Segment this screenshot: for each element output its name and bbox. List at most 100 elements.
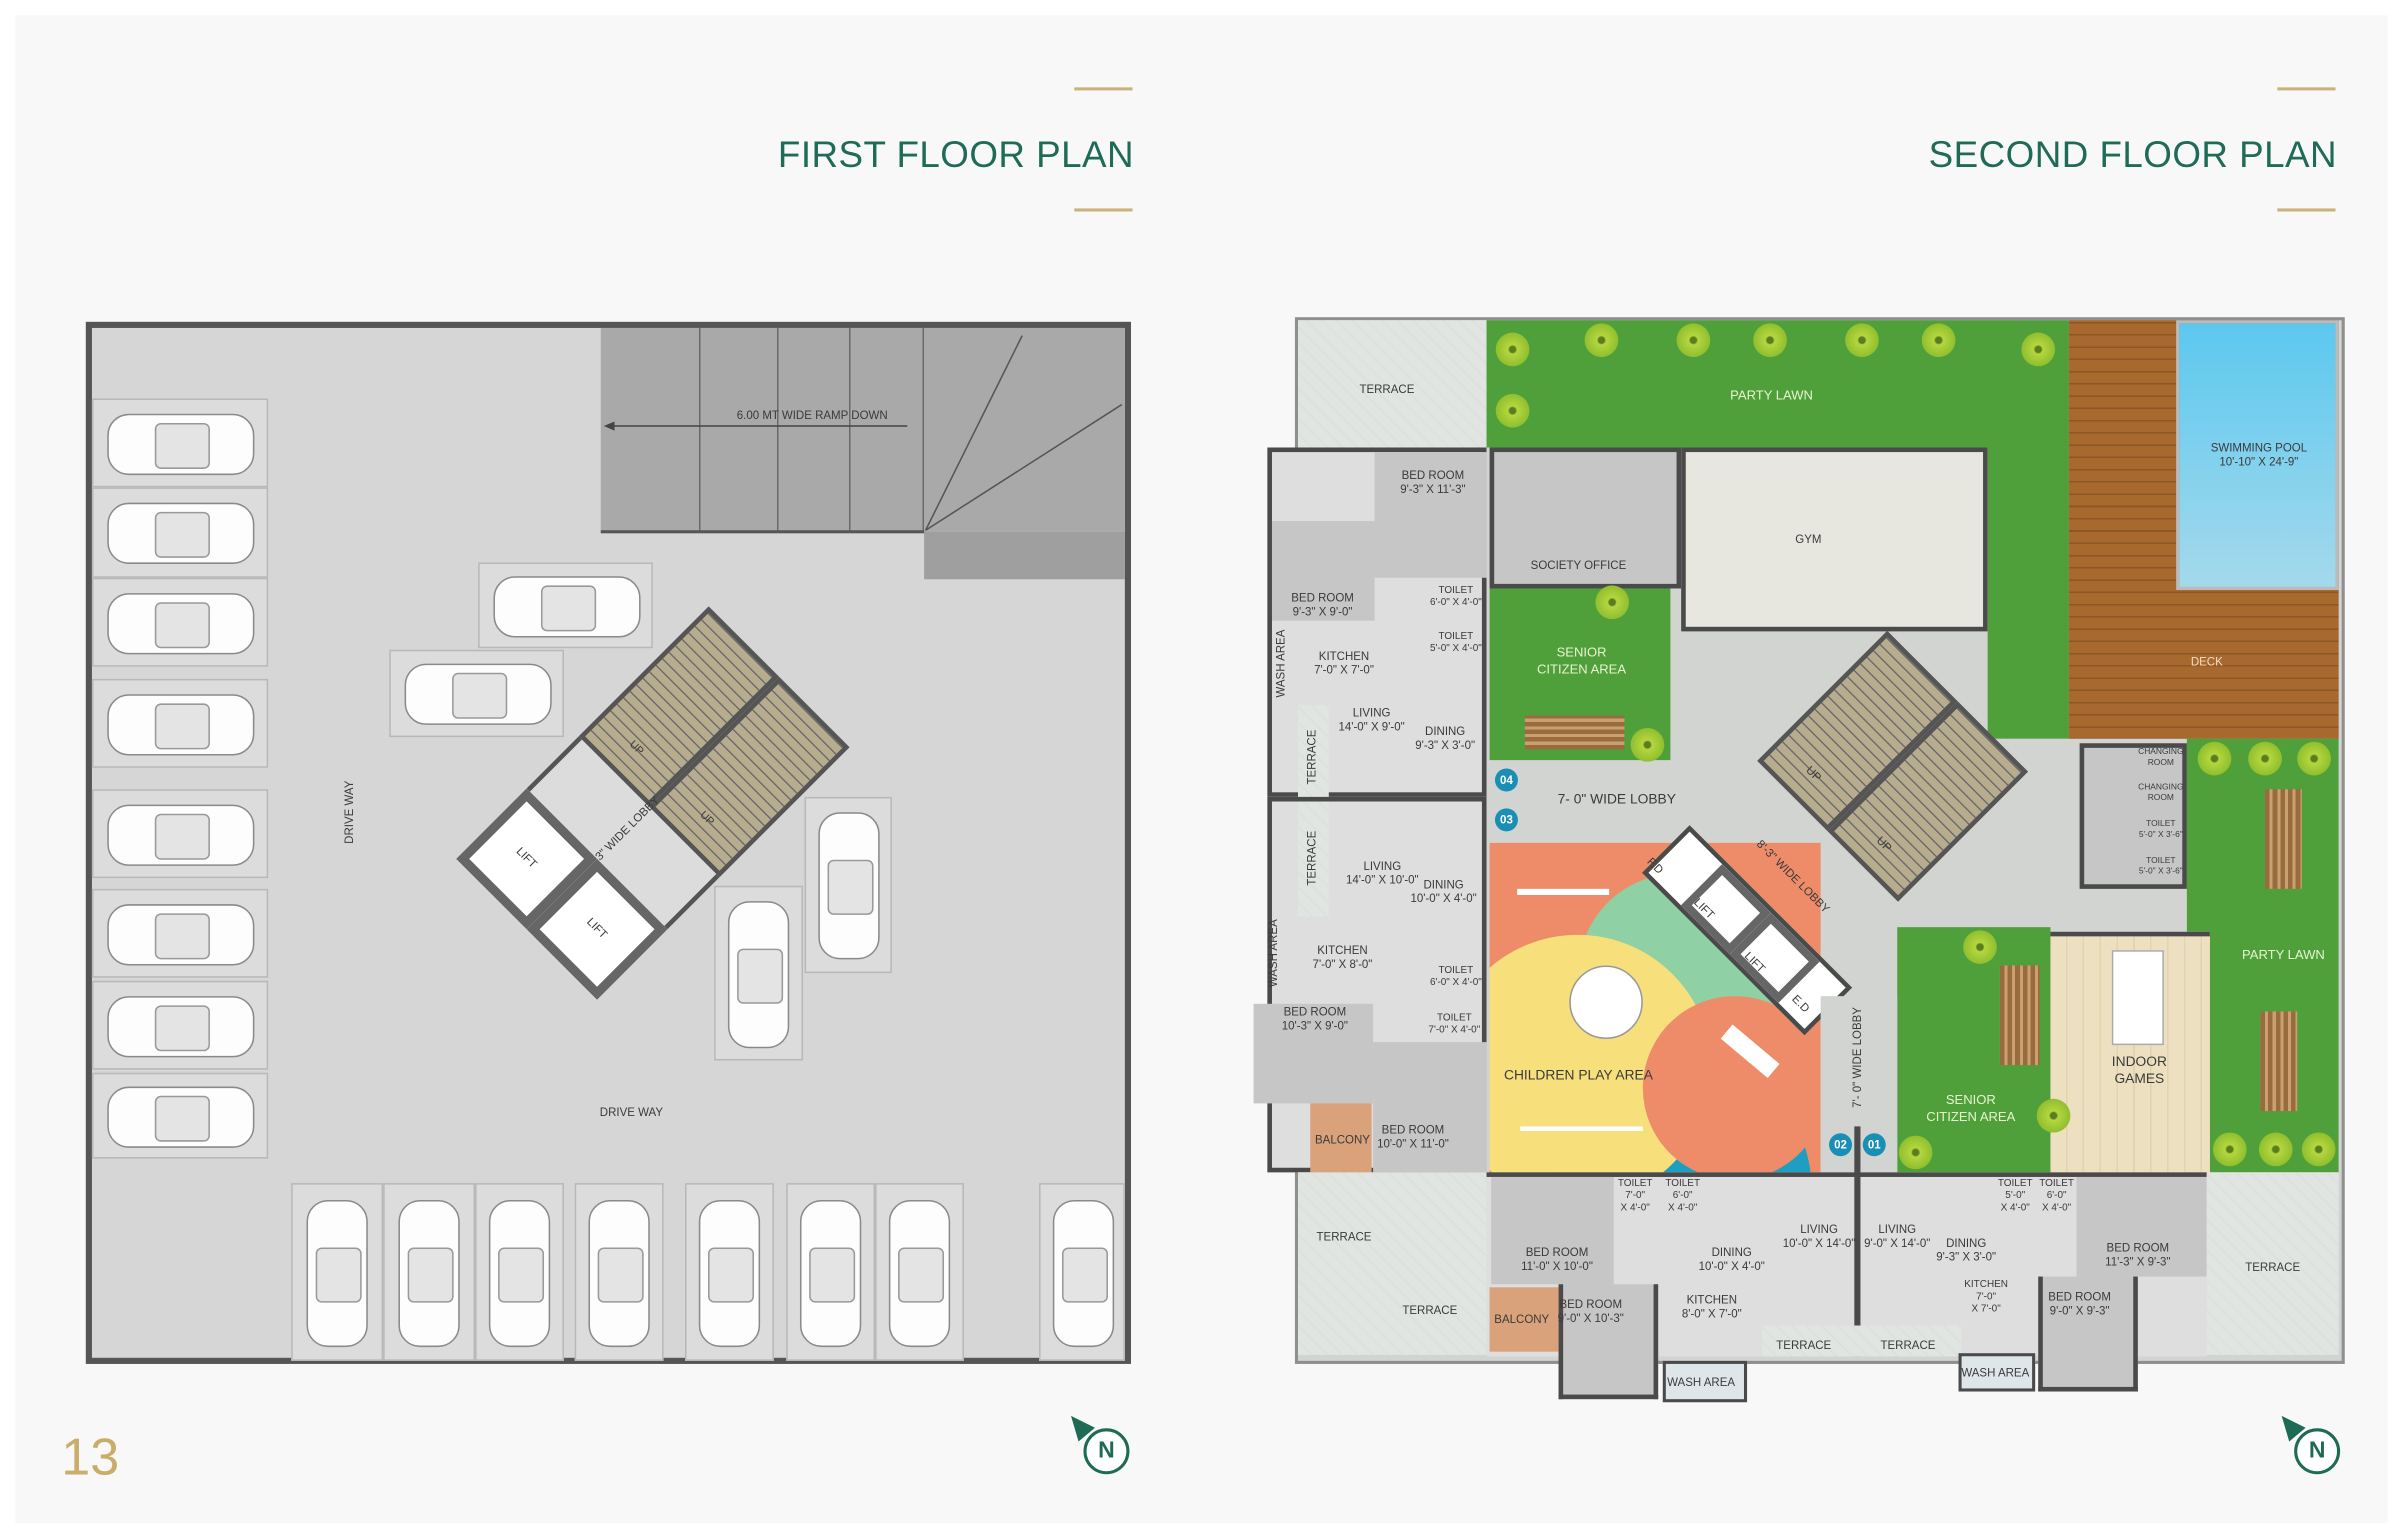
second-floor-title: SECOND FLOOR PLAN xyxy=(1928,134,2338,177)
room-label: TOILET 5'-0" X 4'-0" xyxy=(1429,631,1482,655)
flat-number-badge: 02 xyxy=(1829,1133,1853,1157)
title-rule-top xyxy=(2277,87,2336,91)
room-label: TERRACE xyxy=(1359,382,1415,396)
parking-stall xyxy=(91,980,269,1070)
car-icon xyxy=(493,576,641,638)
room-label: TERRACE xyxy=(1880,1338,1936,1353)
parking-stall xyxy=(714,885,804,1061)
north-compass-icon: N xyxy=(1062,1408,1130,1475)
room-label: SENIOR CITIZEN AREA xyxy=(1926,1091,2016,1124)
title-rule-bottom xyxy=(1074,208,1133,212)
bedroom xyxy=(1491,1176,1614,1285)
swing-icon xyxy=(1520,1126,1643,1131)
parking-stall xyxy=(786,1183,876,1361)
ramp-area xyxy=(600,327,1125,532)
bench xyxy=(1524,715,1625,750)
north-label: N xyxy=(2308,1437,2326,1464)
lobby-label: 7- 0" WIDE LOBBY xyxy=(1557,791,1676,807)
room-label: DINING 9'-3" X 3'-0" xyxy=(1415,724,1476,753)
north-compass-icon: N xyxy=(2273,1408,2341,1475)
car-icon xyxy=(818,812,880,960)
seesaw-icon xyxy=(1517,888,1610,895)
terrace xyxy=(1298,704,1329,797)
room-label: TOILET 6'-0" X 4'-0" xyxy=(1665,1178,1701,1214)
room-label: TOILET 6'-0" X 4'-0" xyxy=(1429,965,1482,989)
car-icon xyxy=(107,996,255,1058)
car-icon xyxy=(306,1199,368,1348)
tree-icon xyxy=(1963,930,1997,964)
bedroom xyxy=(1558,1284,1659,1400)
parking-stall xyxy=(389,649,564,738)
room-label: PARTY LAWN xyxy=(1730,387,1813,403)
tree-icon xyxy=(2248,741,2282,776)
room-label: KITCHEN 7'-0" X 7'-0" xyxy=(1964,1279,2008,1315)
room-label: TOILET 5'-0" X 4'-0" xyxy=(1997,1178,2033,1214)
car-icon xyxy=(107,413,255,476)
room-label: DECK xyxy=(2190,654,2223,669)
car-icon xyxy=(588,1199,650,1348)
parking-stall xyxy=(475,1183,564,1361)
bench xyxy=(2260,1011,2298,1112)
tree-icon xyxy=(1753,323,1787,358)
room-label: LIVING 10'-0" X 14'-0" xyxy=(1782,1222,1856,1251)
north-label: N xyxy=(1098,1437,1115,1464)
tree-icon xyxy=(2021,332,2056,367)
room-label: WASH AREA xyxy=(1961,1365,2030,1380)
tree-icon xyxy=(1921,323,1956,358)
car-icon xyxy=(799,1199,862,1348)
bedroom xyxy=(1271,521,1375,621)
car-icon xyxy=(107,1086,255,1148)
terrace xyxy=(2206,1172,2339,1355)
tree-icon xyxy=(2297,741,2331,776)
parking-stall xyxy=(91,398,269,488)
parking-stall xyxy=(804,796,892,974)
ramp-landing xyxy=(924,531,1125,580)
tree-icon xyxy=(1595,585,1630,620)
flat-number-badge: 01 xyxy=(1862,1133,1886,1157)
room-label: CHANGING ROOM xyxy=(2138,783,2184,804)
room-label: TOILET 6'-0" X 4'-0" xyxy=(1429,585,1482,609)
children-play-area xyxy=(1489,842,1821,1173)
terrace xyxy=(1298,320,1487,448)
bedroom xyxy=(2038,1276,2138,1392)
parking-stall xyxy=(1039,1183,1125,1361)
room-label: TOILET 5'-0" X 3'-6" xyxy=(2138,856,2183,877)
tree-icon xyxy=(1898,1135,1933,1170)
parking-stall xyxy=(91,577,269,667)
room-label: GYM xyxy=(1795,532,1822,547)
parking-stall xyxy=(875,1183,964,1361)
room-label: WASH AREA xyxy=(1266,919,1281,988)
flat-number-badge: 03 xyxy=(1494,808,1518,832)
room-label: BED ROOM 9'-3" X 11'-3" xyxy=(1400,468,1466,497)
room-label: LIVING 14'-0" X 10'-0" xyxy=(1346,859,1419,888)
parking-stall xyxy=(91,789,269,879)
bench xyxy=(2265,789,2302,889)
room-label: SOCIETY OFFICE xyxy=(1530,558,1627,573)
tree-icon xyxy=(2036,1098,2071,1133)
society-office xyxy=(1489,447,1682,589)
car-icon xyxy=(698,1199,761,1348)
carousel-icon xyxy=(1569,965,1643,1040)
room-label: LIVING 14'-0" X 9'-0" xyxy=(1338,705,1405,735)
bedroom xyxy=(2076,1176,2207,1277)
first-floor-title: FIRST FLOOR PLAN xyxy=(777,134,1135,177)
room-label: BED ROOM 10'-3" X 9'-0" xyxy=(1281,1004,1349,1033)
room-label: DINING 10'-0" X 4'-0" xyxy=(1410,877,1477,906)
title-rule-top xyxy=(1074,87,1133,91)
changing-toilet-block xyxy=(2079,743,2187,889)
bedroom xyxy=(1374,452,1487,578)
room-label: SENIOR CITIZEN AREA xyxy=(1537,644,1627,676)
tree-icon xyxy=(1630,727,1665,762)
room-label: INDOOR GAMES xyxy=(2111,1053,2167,1087)
title-rule-bottom xyxy=(2277,208,2336,212)
room-label: TERRACE xyxy=(1304,830,1319,886)
wash-area xyxy=(1958,1353,2036,1392)
room-label: DINING 9'-3" X 3'-0" xyxy=(1936,1236,1997,1265)
room-label: TERRACE xyxy=(1304,729,1319,785)
car-icon xyxy=(107,593,255,655)
parking-stall xyxy=(91,678,269,768)
ramp-lines xyxy=(603,335,1123,531)
tree-icon xyxy=(1676,323,1711,358)
room-label: CHANGING ROOM xyxy=(2138,748,2184,768)
car-icon xyxy=(888,1199,951,1348)
